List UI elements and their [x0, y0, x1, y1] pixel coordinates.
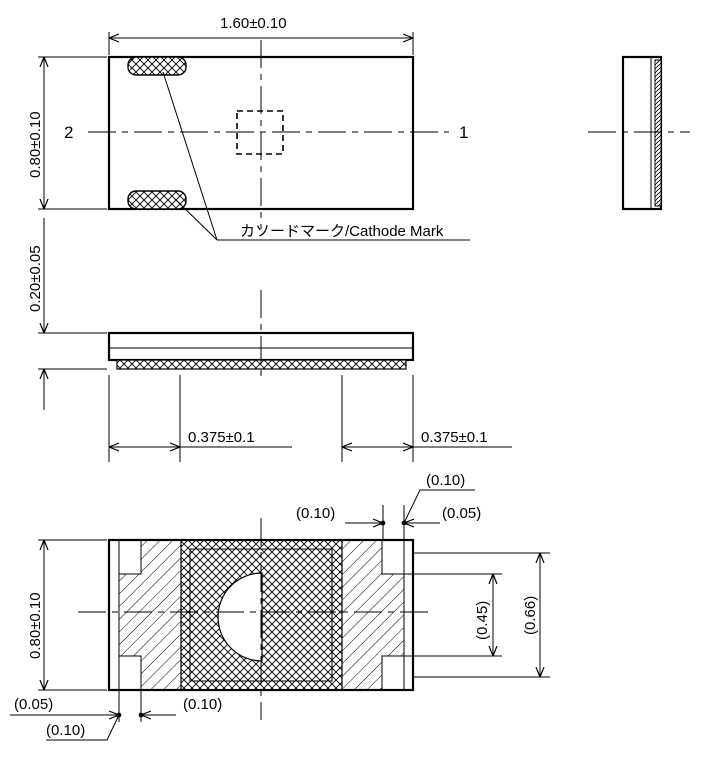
width-bottom-label: 0.80±0.10	[27, 592, 44, 659]
cathode-mark-bottom	[127, 190, 187, 210]
right-066-label: (0.66)	[522, 596, 539, 635]
pin-2-label: 2	[64, 123, 73, 142]
cathode-mark-label: カソードマーク/Cathode Mark	[240, 223, 444, 240]
top-right-005-label: (0.05)	[442, 505, 481, 522]
bottom-010b-label: (0.10)	[46, 722, 85, 739]
right-045-label: (0.45)	[474, 601, 491, 640]
front-view: 0.20±0.05 0.375±0.1 0.375±0.1	[27, 218, 512, 462]
pin-1-label: 1	[459, 123, 468, 142]
pad-right-label: 0.375±0.1	[421, 429, 488, 446]
chip-outline	[236, 110, 284, 155]
bottom-010-label: (0.10)	[183, 696, 222, 713]
cathode-leader-1	[162, 71, 218, 241]
top-view: 2 1 1.60±0.10 0.80±0.10 カソードマーク/Cathode …	[27, 15, 470, 241]
cathode-leader-2	[174, 198, 218, 241]
side-view	[588, 55, 690, 211]
top-right-010b-label: (0.10)	[426, 472, 465, 489]
length-label: 1.60±0.10	[220, 15, 287, 32]
width-label: 0.80±0.10	[27, 111, 44, 178]
pad-left-label: 0.375±0.1	[188, 429, 255, 446]
bottom-view: 0.80±0.10 (0.10) (0.05) (0.10) (0.45) (0…	[10, 472, 550, 741]
bottom-005-label: (0.05)	[14, 696, 53, 713]
thickness-label: 0.20±0.05	[27, 245, 44, 312]
cathode-mark-top	[127, 56, 187, 76]
top-right-010-label: (0.10)	[296, 505, 335, 522]
